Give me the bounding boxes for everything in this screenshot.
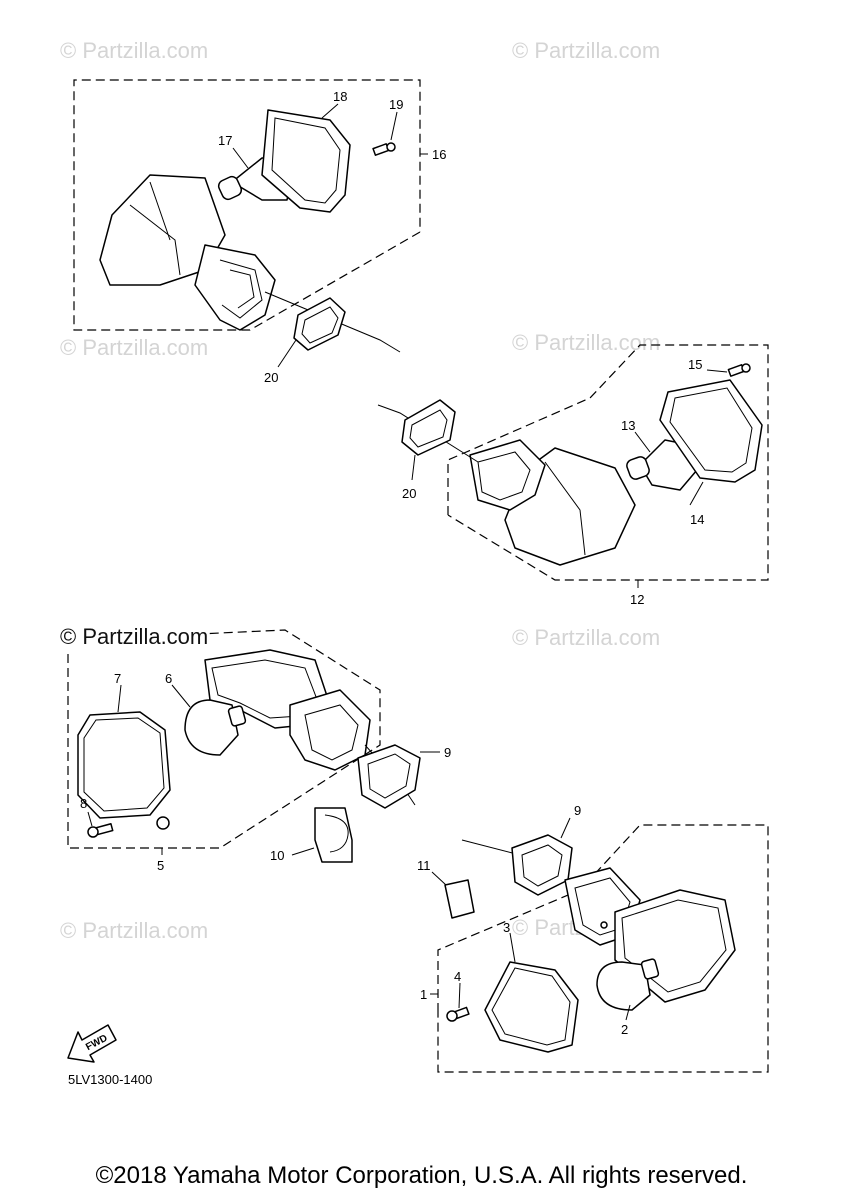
diagram-code: 5LV1300-1400 xyxy=(68,1072,153,1087)
callout-13: 13 xyxy=(621,418,635,433)
callout-4: 4 xyxy=(454,969,461,984)
watermark: © Partzilla.com xyxy=(512,330,661,355)
copyright-notice: ©2018 Yamaha Motor Corporation, U.S.A. A… xyxy=(95,1162,748,1189)
watermark: © Partzilla.com xyxy=(512,625,661,650)
watermark: © Partzilla.com xyxy=(60,335,209,360)
callout-10: 10 xyxy=(270,848,284,863)
callout-9: 9 xyxy=(444,745,451,760)
callout-6: 6 xyxy=(165,671,172,686)
screw-19 xyxy=(372,142,396,156)
callout-5: 5 xyxy=(157,858,164,873)
callout-9: 9 xyxy=(574,803,581,818)
callout-12: 12 xyxy=(630,592,644,607)
callout-3: 3 xyxy=(503,920,510,935)
callout-19: 19 xyxy=(389,97,403,112)
callout-1: 1 xyxy=(420,987,427,1002)
callout-8: 8 xyxy=(80,796,87,811)
flasher-assembly-5: 6 7 8 5 xyxy=(67,629,416,873)
watermark: © Partzilla.com xyxy=(60,918,209,943)
callout-18: 18 xyxy=(333,89,347,104)
watermark-prominent: © Partzilla.com xyxy=(60,624,209,650)
callout-7: 7 xyxy=(114,671,121,686)
callout-20: 20 xyxy=(264,370,278,385)
callout-17: 17 xyxy=(218,133,232,148)
callout-11: 11 xyxy=(417,858,431,873)
callout-20: 20 xyxy=(402,486,416,501)
flasher-assembly-12: 20 13 14 15 12 xyxy=(377,344,769,607)
callout-15: 15 xyxy=(688,357,702,372)
clip-11: 11 xyxy=(417,858,475,919)
watermark: © Partzilla.com xyxy=(512,38,661,63)
callout-16: 16 xyxy=(432,147,446,162)
grommet-9-upper: 9 xyxy=(357,744,451,809)
grommet-20-upper: 20 xyxy=(264,297,346,385)
flasher-assembly-16: 17 18 19 16 xyxy=(73,79,446,353)
callout-2: 2 xyxy=(621,1022,628,1037)
watermark: © Partzilla.com xyxy=(60,38,209,63)
forward-arrow-icon: FWD xyxy=(67,1024,117,1063)
flasher-assembly-1: 9 3 4 2 1 xyxy=(420,803,769,1073)
callout-14: 14 xyxy=(690,512,704,527)
holder-10: 10 xyxy=(270,807,353,863)
